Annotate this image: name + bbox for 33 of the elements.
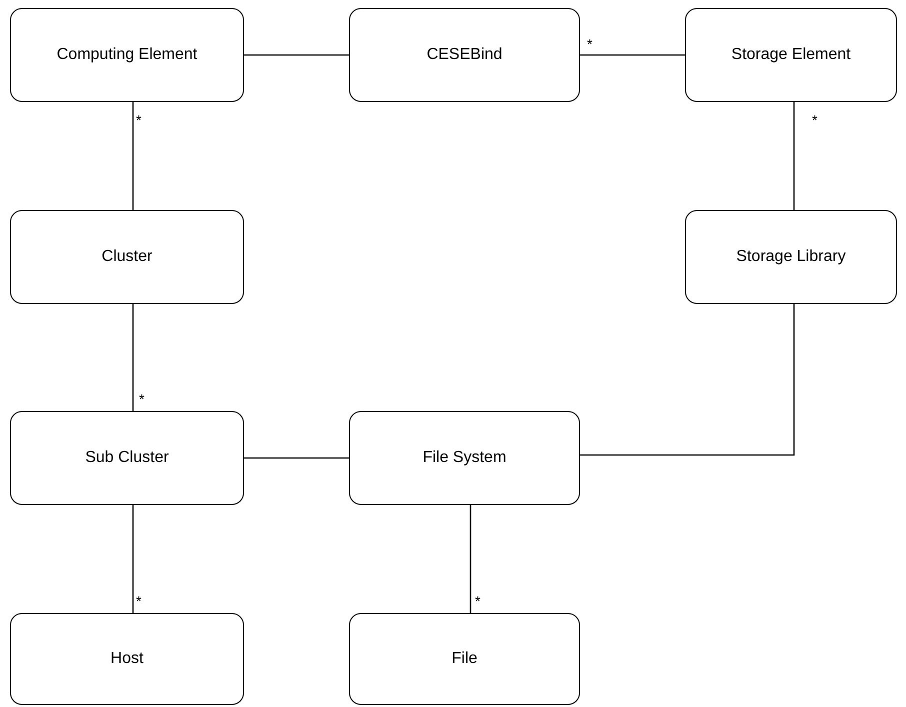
class-name: File <box>450 650 478 668</box>
multiplicity-label: * <box>136 113 142 127</box>
connector-line <box>132 505 134 613</box>
class-box <box>349 613 580 705</box>
multiplicity-label: * <box>587 37 592 51</box>
multiplicity-label: * <box>812 113 818 127</box>
connector-line <box>244 457 349 459</box>
class-name: Storage Library <box>735 248 847 266</box>
connector-line <box>132 304 134 411</box>
class-box <box>10 210 244 304</box>
connector-line <box>580 54 685 56</box>
connector-line <box>244 54 349 56</box>
class-name: Host <box>110 650 144 668</box>
class-box <box>349 8 580 102</box>
multiplicity-label: * <box>136 594 142 608</box>
class-name: File System <box>422 449 508 467</box>
connector-line <box>580 304 795 456</box>
connector-line <box>132 102 134 210</box>
class-box <box>10 613 244 705</box>
class-box <box>349 411 580 505</box>
class-box <box>685 8 897 102</box>
multiplicity-label: * <box>139 392 144 406</box>
class-box <box>10 8 244 102</box>
class-name: Cluster <box>100 248 154 266</box>
class-box <box>685 210 897 304</box>
class-name: CESEBind <box>426 46 504 64</box>
class-box <box>10 411 244 505</box>
connector-line <box>470 505 472 613</box>
multiplicity-label: * <box>475 594 480 608</box>
class-name: Computing Element <box>56 46 198 64</box>
class-name: Storage Element <box>730 46 852 64</box>
connector-line <box>793 102 795 210</box>
class-name: Sub Cluster <box>84 449 170 467</box>
